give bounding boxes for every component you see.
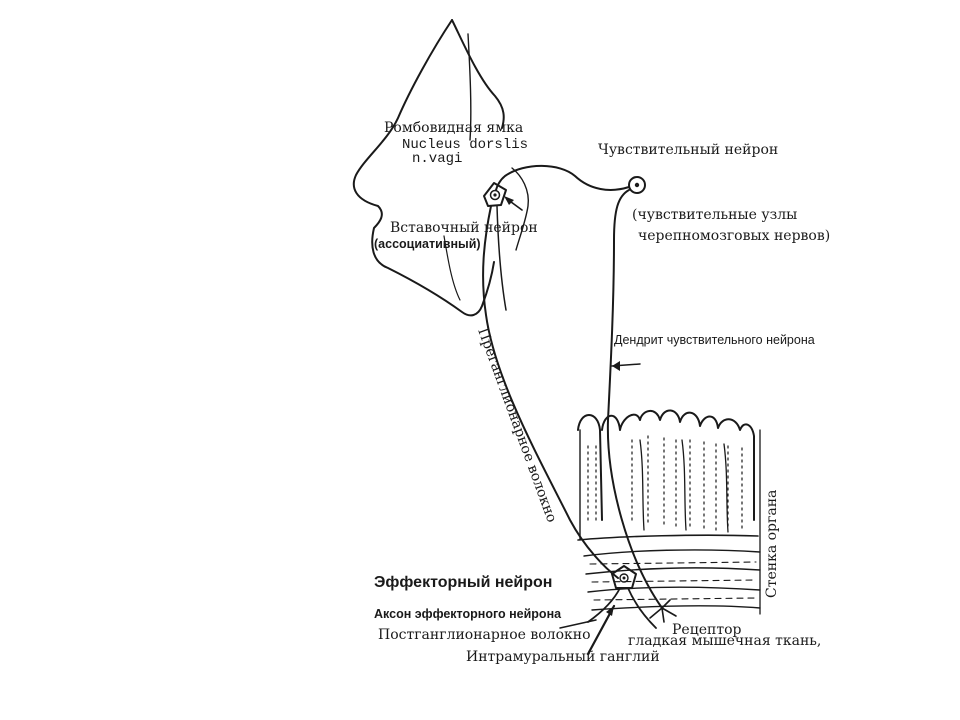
label-intramural-ganglion: Интрамуральный ганглий [466,649,660,665]
label-effector-axon: Аксон эффекторного нейрона [374,607,562,621]
postganglionic-pointer [559,619,597,629]
label-smooth-muscle: гладкая мышечная ткань, [628,633,821,649]
label-receptor: Рецептор [672,622,741,638]
label-preganglionic-fiber: Преганглионарное волокно [474,326,559,525]
organ-wall-muscle [583,429,761,615]
label-interneuron: Вставочный нейрон [390,220,538,236]
label-organ-wall: Стенка органа [764,490,780,598]
sensory-central-process [495,164,630,191]
label-sensory-ganglia-2: черепномозговых нервов) [638,228,830,244]
organ-wall-villi [577,409,759,541]
sensory-dendrite-line [606,189,663,609]
interneuron-axon [496,205,507,311]
label-postganglionic-fiber: Постганглионарное волокно [378,627,591,643]
effector-axon-line [587,587,657,629]
brainstem-outline [352,19,529,317]
label-effector-neuron: Эффекторный нейрон [374,574,552,591]
sensory-neuron-cell [628,176,646,194]
label-nucleus-line2: n.vagi [412,151,462,167]
label-sensory-dendrite: Дендрит чувствительного нейрона [614,333,815,347]
label-nucleus-line1: Nucleus dorslis [402,137,528,153]
label-rhomboid-fossa: Ромбовидная ямка [384,120,523,136]
label-sensory-ganglia-1: (чувствительные узлы [632,207,797,223]
effector-neuron-cell [611,565,637,589]
receptor-endings [649,599,677,623]
interneuron-cell [483,182,523,211]
label-sensory-neuron: Чувствительный нейрон [598,142,778,158]
label-associative: (ассоциативный) [374,237,481,251]
preganglionic-fiber-line [482,205,619,579]
